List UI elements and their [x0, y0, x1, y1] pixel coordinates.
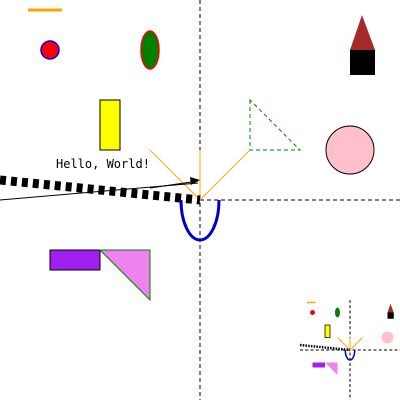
thumb-brown-triangle — [387, 303, 394, 313]
arrow-line-lower — [0, 182, 199, 201]
thumb-ray-left — [337, 337, 351, 351]
greeting-text: Hello, World! — [56, 157, 150, 171]
violet-triangle — [98, 249, 151, 302]
brown-triangle — [350, 15, 375, 50]
thumb-violet-triangle — [325, 362, 338, 375]
red-circle — [40, 40, 60, 60]
thumb-yellow-rectangle — [324, 324, 331, 338]
purple-rectangle — [49, 249, 101, 271]
green-dashed-triangle — [249, 98, 302, 151]
thumb-black-square — [387, 312, 394, 319]
thumb-ray-right — [349, 337, 363, 351]
thumb-orange-rays — [337, 337, 363, 351]
thumb-thick-dashed-line — [299, 343, 351, 352]
thumb-green-ellipse — [335, 307, 340, 318]
ray-right — [199, 149, 251, 201]
thumb-pink-circle — [381, 331, 394, 344]
green-ellipse — [140, 30, 160, 70]
yellow-rectangle — [99, 99, 121, 151]
pink-circle — [325, 125, 375, 175]
thumb-red-circle — [310, 310, 315, 315]
black-square — [350, 50, 375, 75]
blue-arc — [179, 199, 221, 242]
ray-left — [149, 149, 201, 201]
thumbnail-scene — [299, 300, 400, 400]
thumb-purple-rectangle — [312, 362, 325, 368]
thumb-blue-arc — [344, 349, 356, 361]
thick-dashed-line — [0, 175, 201, 205]
orange-rays — [149, 149, 251, 201]
